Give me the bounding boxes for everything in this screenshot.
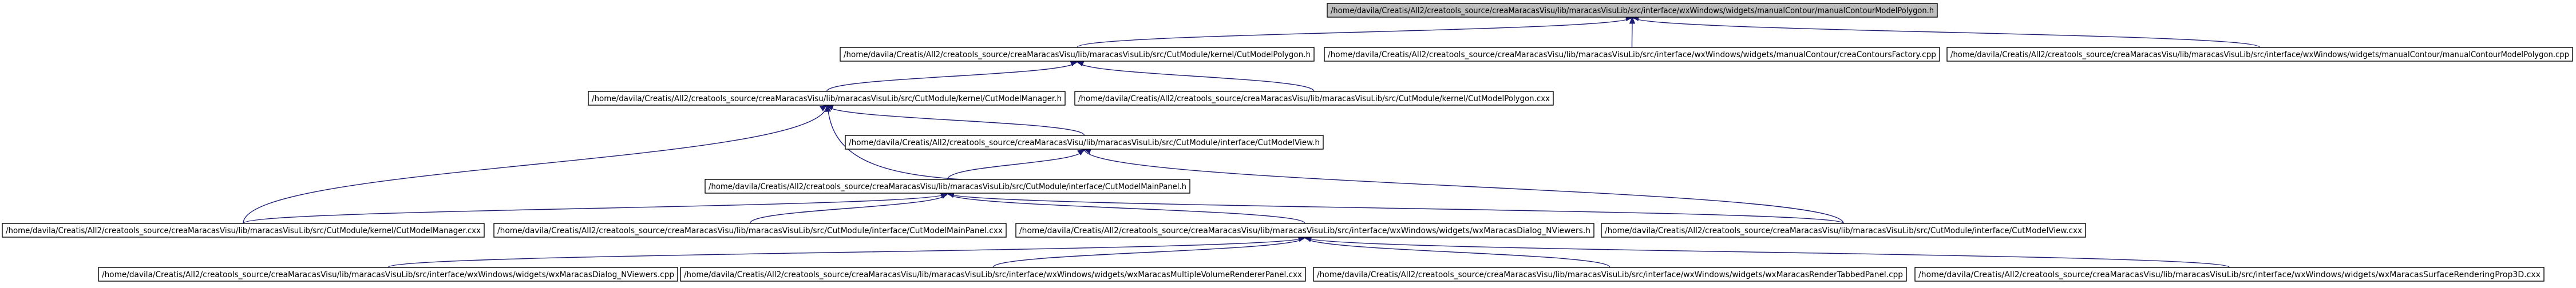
node-box <box>845 135 1324 150</box>
arrowhead <box>1629 16 1636 24</box>
edge-line <box>992 237 1305 268</box>
node-wxmaracasdialog-nviewers-h[interactable]: /home/davila/Creatis/All2/creatools_sour… <box>1015 223 1594 238</box>
edge-cutmodelview-cxx-to-cutmodelview-h <box>1083 148 1844 224</box>
node-box <box>588 91 1066 106</box>
edge-line <box>826 61 1078 92</box>
node-box <box>493 223 1007 238</box>
node-label: /home/davila/Creatis/All2/creatools_sour… <box>1918 270 2541 279</box>
node-cutmodelmainpanel-h[interactable]: /home/davila/Creatis/All2/creatools_sour… <box>705 179 1190 194</box>
node-creacontoursfactory-cpp[interactable]: /home/davila/Creatis/All2/creatools_sour… <box>1324 47 1940 62</box>
edge-creacontoursfactory-cpp-to-manualcontourmodelpolygon-h <box>1629 16 1636 48</box>
edge-cutmodelmanager-cxx-to-cutmodelmanager-h <box>243 105 828 224</box>
edge-line <box>243 193 948 224</box>
node-label: /home/davila/Creatis/All2/creatools_sour… <box>1078 94 1550 103</box>
node-label: /home/davila/Creatis/All2/creatools_sour… <box>1317 270 1903 279</box>
edge-line <box>1077 61 1315 92</box>
node-cutmodelview-h[interactable]: /home/davila/Creatis/All2/creatools_sour… <box>845 135 1324 150</box>
node-manualcontourmodelpolygon-h: /home/davila/Creatis/All2/creatools_sour… <box>1327 3 1938 18</box>
edge-wxmaracasmultiplevolumerendererpanel-cxx-to-wxmaracasdialog-nviewers-h <box>992 236 1306 268</box>
edge-manualcontourmodelpolygon-cpp-to-manualcontourmodelpolygon-h <box>1631 15 2261 48</box>
node-box <box>1074 91 1554 106</box>
node-box <box>1015 223 1594 238</box>
edge-line <box>1083 149 1844 224</box>
edge-line <box>1077 17 1633 48</box>
node-label: /home/davila/Creatis/All2/creatools_sour… <box>1328 50 1936 59</box>
edge-line <box>947 149 1085 180</box>
edge-line <box>1304 237 1611 268</box>
edge-cutmodelview-h-to-cutmodelmanager-h <box>826 105 1085 136</box>
edge-cutmodelpolygon-h-to-manualcontourmodelpolygon-h <box>1077 15 1633 48</box>
node-label: /home/davila/Creatis/All2/creatools_sour… <box>1019 226 1590 235</box>
node-wxmaracasmultiplevolumerendererpanel-cxx[interactable]: /home/davila/Creatis/All2/creatools_sour… <box>680 267 1306 282</box>
node-label: /home/davila/Creatis/All2/creatools_sour… <box>684 270 1302 279</box>
edge-line <box>1304 237 2230 268</box>
edge-line <box>826 105 1085 136</box>
node-label: /home/davila/Creatis/All2/creatools_sour… <box>1605 226 2082 235</box>
edge-cutmodelmanager-cxx-to-cutmodelmainpanel-h <box>243 191 948 224</box>
node-label: /home/davila/Creatis/All2/creatools_sour… <box>849 138 1320 147</box>
node-cutmodelpolygon-cxx[interactable]: /home/davila/Creatis/All2/creatools_sour… <box>1074 91 1554 106</box>
node-box <box>98 267 678 282</box>
node-label: /home/davila/Creatis/All2/creatools_sour… <box>1950 50 2569 59</box>
edge-cutmodelmanager-h-to-cutmodelpolygon-h <box>826 61 1078 92</box>
edge-line <box>947 193 1844 224</box>
node-box <box>1324 47 1940 62</box>
node-label: /home/davila/Creatis/All2/creatools_sour… <box>1331 6 1934 15</box>
edge-cutmodelmainpanel-cxx-to-cutmodelmainpanel-h <box>749 193 948 224</box>
edge-line <box>947 193 1305 224</box>
node-label: /home/davila/Creatis/All2/creatools_sour… <box>497 226 1003 235</box>
node-cutmodelpolygon-h[interactable]: /home/davila/Creatis/All2/creatools_sour… <box>840 47 1315 62</box>
edge-cutmodelpolygon-cxx-to-cutmodelpolygon-h <box>1076 61 1315 92</box>
node-cutmodelmainpanel-cxx[interactable]: /home/davila/Creatis/All2/creatools_sour… <box>493 223 1007 238</box>
edge-layer <box>243 15 2261 268</box>
node-label: /home/davila/Creatis/All2/creatools_sour… <box>102 270 674 279</box>
edge-wxmaracasdialog-nviewers-h-to-cutmodelmainpanel-h <box>947 192 1305 224</box>
node-box <box>1327 3 1938 18</box>
node-wxmaracassurfacerenderingprop3d-cxx[interactable]: /home/davila/Creatis/All2/creatools_sour… <box>1914 267 2545 282</box>
node-layer: /home/davila/Creatis/All2/creatools_sour… <box>2 3 2573 282</box>
node-label: /home/davila/Creatis/All2/creatools_sour… <box>592 94 1062 103</box>
edge-cutmodelview-cxx-to-cutmodelmainpanel-h <box>947 191 1844 224</box>
node-box <box>2 223 485 238</box>
node-manualcontourmodelpolygon-cpp[interactable]: /home/davila/Creatis/All2/creatools_sour… <box>1946 47 2573 62</box>
arrowhead <box>1077 149 1085 156</box>
node-box <box>1946 47 2573 62</box>
node-box <box>1601 223 2086 238</box>
node-wxmaracasrendertabbedpanel-cpp[interactable]: /home/davila/Creatis/All2/creatools_sour… <box>1313 267 1907 282</box>
arrowhead <box>820 105 828 111</box>
node-box <box>1914 267 2545 282</box>
node-wxmaracasdialog-nviewers-cpp[interactable]: /home/davila/Creatis/All2/creatools_sour… <box>98 267 678 282</box>
node-box <box>680 267 1306 282</box>
edge-cutmodelmainpanel-h-to-cutmodelview-h <box>947 149 1085 180</box>
edge-line <box>243 105 828 224</box>
node-label: /home/davila/Creatis/All2/creatools_sour… <box>844 50 1311 59</box>
edge-wxmaracasrendertabbedpanel-cpp-to-wxmaracasdialog-nviewers-h <box>1304 236 1611 268</box>
node-cutmodelmanager-cxx[interactable]: /home/davila/Creatis/All2/creatools_sour… <box>2 223 485 238</box>
edge-line <box>1632 17 2261 48</box>
edge-line <box>827 105 963 180</box>
node-label: /home/davila/Creatis/All2/creatools_sour… <box>709 182 1186 191</box>
node-box <box>705 179 1190 194</box>
edge-line <box>749 193 948 224</box>
edge-line <box>387 237 1305 268</box>
node-cutmodelmanager-h[interactable]: /home/davila/Creatis/All2/creatools_sour… <box>588 91 1066 106</box>
node-box <box>840 47 1315 62</box>
node-label: /home/davila/Creatis/All2/creatools_sour… <box>6 226 481 235</box>
node-box <box>1313 267 1907 282</box>
node-cutmodelview-cxx[interactable]: /home/davila/Creatis/All2/creatools_sour… <box>1601 223 2086 238</box>
